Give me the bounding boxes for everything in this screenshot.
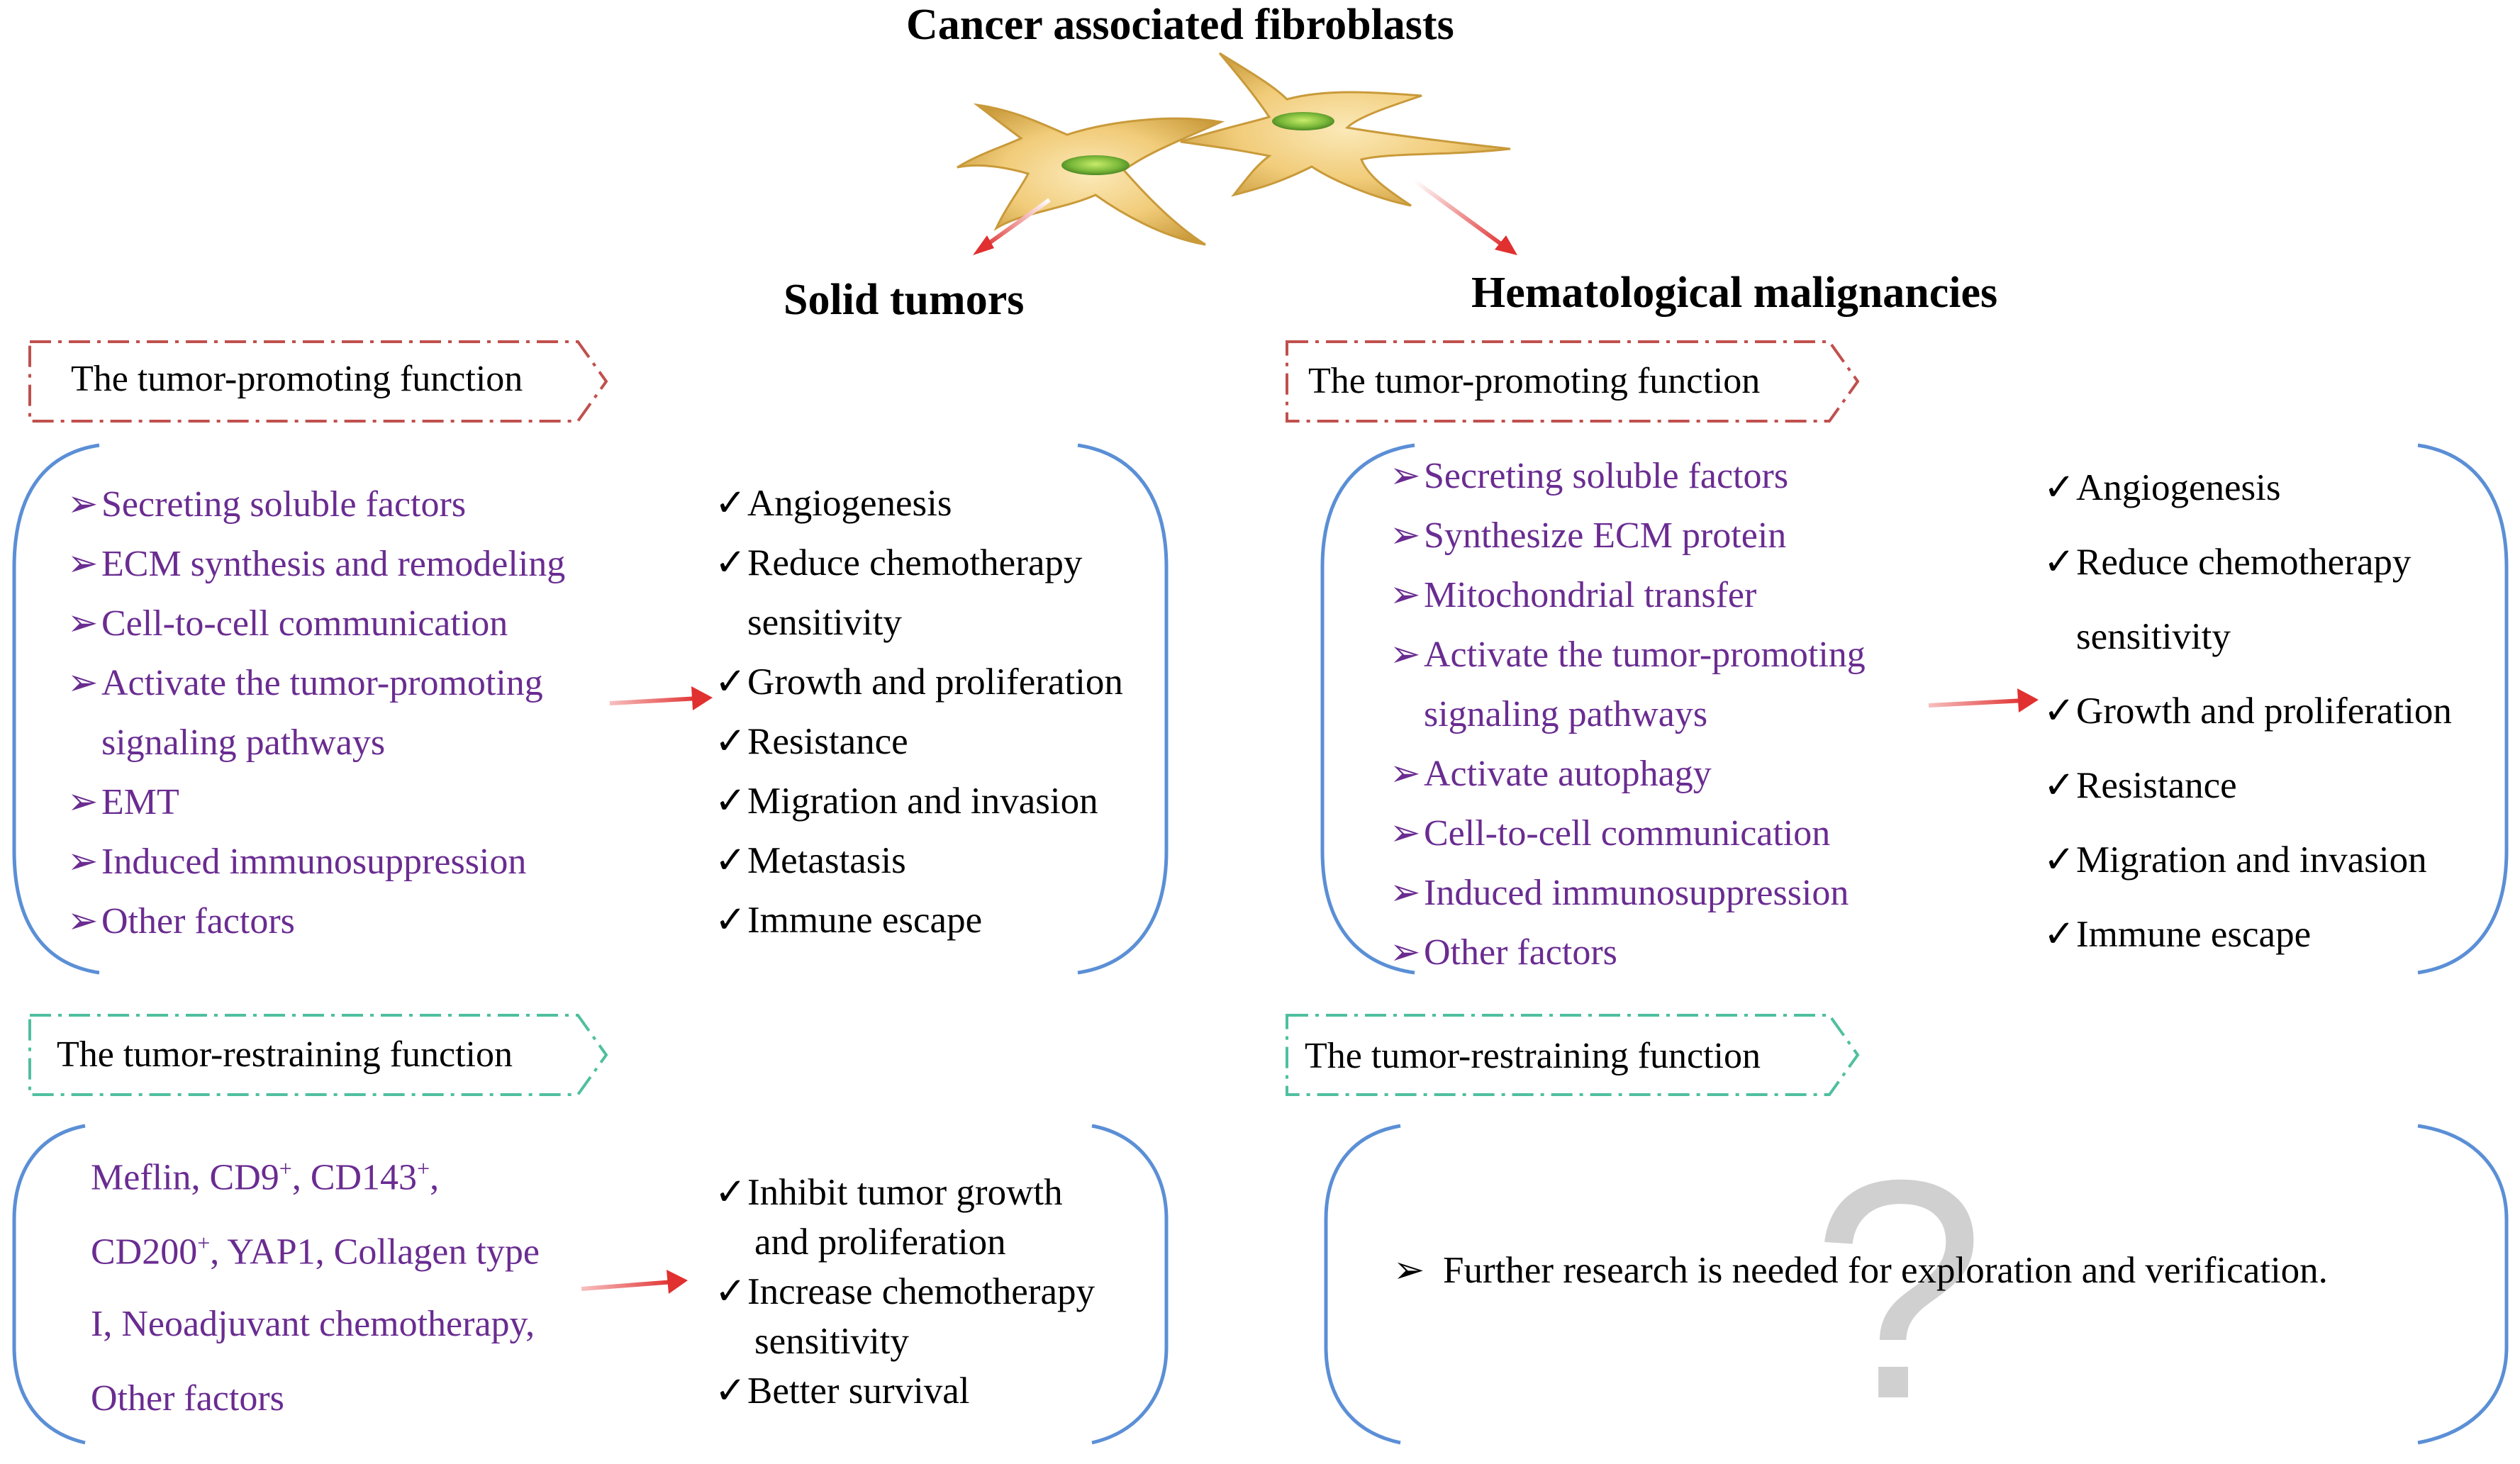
solid-promoting-arrow <box>610 698 698 703</box>
arrow-bullet-icon: ➢ <box>67 844 101 881</box>
arrow-bullet-icon: ➢ <box>1390 637 1424 674</box>
solid-restraining-effect: ✓Inhibit tumor growth <box>715 1174 1063 1212</box>
solid-restraining-effect: ✓Increase chemotherapy <box>715 1273 1095 1311</box>
check-icon: ✓ <box>2044 693 2076 730</box>
hema-effect: ✓Angiogenesis <box>2044 469 2281 507</box>
solid-restraining-bracket-left <box>14 1126 85 1443</box>
arrow-bullet-icon: ➢ <box>1390 756 1424 793</box>
hema-factor: ➢Cell-to-cell communication <box>1390 815 1830 852</box>
check-icon: ✓ <box>715 842 747 880</box>
arrow-bullet-icon: ➢ <box>67 605 101 642</box>
solid-restraining-factor-line: Other factors <box>91 1380 284 1417</box>
fibroblast-cell-left <box>957 105 1221 245</box>
solid-factor: ➢Secreting soluble factors <box>67 486 466 523</box>
arrow-bullet-icon: ➢ <box>67 546 101 583</box>
solid-factor: ➢Cell-to-cell communication <box>67 605 508 642</box>
solid-restraining-label: The tumor-restraining function <box>57 1034 513 1075</box>
solid-restraining-effect-continuation: sensitivity <box>754 1323 909 1360</box>
check-icon: ✓ <box>715 1273 747 1311</box>
arrow-bullet-icon: ➢ <box>67 665 101 702</box>
hema-effect: ✓Immune escape <box>2044 916 2311 954</box>
solid-effect: ✓Reduce chemotherapy <box>715 544 1082 582</box>
nucleus-right <box>1272 112 1334 130</box>
solid-factor: ➢Other factors <box>67 903 295 940</box>
solid-factor: ➢Induced immunosuppression <box>67 844 526 881</box>
solid-restraining-bracket-right <box>1092 1126 1166 1443</box>
solid-factor-continuation: signaling pathways <box>101 725 385 761</box>
hema-factor-continuation: signaling pathways <box>1424 696 1707 733</box>
solid-effect-continuation: sensitivity <box>747 604 902 642</box>
check-icon: ✓ <box>715 723 747 761</box>
arrow-bullet-icon: ➢ <box>1390 875 1424 912</box>
solid-restraining-factor-line: CD200+, YAP1, Collagen type <box>91 1231 540 1270</box>
check-icon: ✓ <box>2044 916 2076 954</box>
check-icon: ✓ <box>715 902 747 939</box>
hema-effect: ✓Reduce chemotherapy <box>2044 544 2411 581</box>
arrow-bullet-icon: ➢ <box>67 903 101 940</box>
hema-restraining-note: ➢Further research is needed for explorat… <box>1393 1252 2328 1290</box>
arrow-bullet-icon: ➢ <box>1393 1252 1443 1290</box>
check-icon: ✓ <box>2044 469 2076 507</box>
hema-effect-continuation: sensitivity <box>2076 618 2231 656</box>
fibroblast-cell-right <box>1181 53 1510 206</box>
solid-promoting-bracket-right <box>1078 445 1166 973</box>
check-icon: ✓ <box>2044 767 2076 805</box>
solid-factor: ➢Activate the tumor-promoting <box>67 665 543 702</box>
hema-restraining-bracket-right <box>2418 1126 2507 1443</box>
hema-effect: ✓Growth and proliferation <box>2044 693 2452 730</box>
check-icon: ✓ <box>715 485 747 523</box>
hema-factor: ➢Other factors <box>1390 934 1617 971</box>
hema-promoting-label: The tumor-promoting function <box>1308 360 1760 402</box>
hema-factor: ➢Mitochondrial transfer <box>1390 577 1756 614</box>
hema-restraining-bracket-left <box>1326 1126 1400 1443</box>
solid-factor: ➢ECM synthesis and remodeling <box>67 546 565 583</box>
hema-factor: ➢Synthesize ECM protein <box>1390 518 1786 554</box>
hema-factor: ➢Activate the tumor-promoting <box>1390 637 1866 674</box>
hema-factor: ➢Secreting soluble factors <box>1390 458 1788 495</box>
solid-effect: ✓Growth and proliferation <box>715 664 1123 701</box>
solid-restraining-arrow <box>581 1282 674 1289</box>
solid-factor: ➢EMT <box>67 784 179 821</box>
arrow-bullet-icon: ➢ <box>67 784 101 821</box>
arrow-bullet-icon: ➢ <box>1390 934 1424 971</box>
solid-restraining-effect: ✓Better survival <box>715 1373 970 1410</box>
solid-tumors-heading: Solid tumors <box>784 275 1024 325</box>
solid-effect: ✓Angiogenesis <box>715 485 952 523</box>
solid-effect: ✓Immune escape <box>715 902 982 939</box>
arrow-bullet-icon: ➢ <box>1390 458 1424 495</box>
arrow-bullet-icon: ➢ <box>1390 815 1424 852</box>
hema-restraining-label: The tumor-restraining function <box>1305 1035 1761 1077</box>
check-icon: ✓ <box>715 664 747 701</box>
check-icon: ✓ <box>2044 544 2076 581</box>
hema-factor: ➢Activate autophagy <box>1390 756 1712 793</box>
check-icon: ✓ <box>2044 842 2076 879</box>
hematological-heading: Hematological malignancies <box>1471 268 1997 318</box>
arrow-bullet-icon: ➢ <box>1390 577 1424 614</box>
check-icon: ✓ <box>715 1373 747 1410</box>
check-icon: ✓ <box>715 783 747 820</box>
solid-restraining-factor-line: Meflin, CD9+, CD143+, <box>91 1157 439 1196</box>
solid-restraining-effect-continuation: and proliferation <box>754 1224 1006 1261</box>
arrow-bullet-icon: ➢ <box>1390 518 1424 554</box>
solid-restraining-factor-line: I, Neoadjuvant chemotherapy, <box>91 1306 535 1343</box>
solid-effect: ✓Migration and invasion <box>715 783 1098 820</box>
hema-factor: ➢Induced immunosuppression <box>1390 875 1849 912</box>
nucleus-left <box>1061 155 1130 175</box>
arrow-to-hematological <box>1415 181 1507 248</box>
solid-effect: ✓Resistance <box>715 723 908 761</box>
hema-effect: ✓Migration and invasion <box>2044 842 2427 879</box>
solid-promoting-label: The tumor-promoting function <box>71 358 523 400</box>
check-icon: ✓ <box>715 1174 747 1212</box>
hema-effect: ✓Resistance <box>2044 767 2237 805</box>
arrow-bullet-icon: ➢ <box>67 486 101 523</box>
solid-effect: ✓Metastasis <box>715 842 906 880</box>
hema-promoting-arrow <box>1929 700 2024 705</box>
check-icon: ✓ <box>715 544 747 582</box>
main-title: Cancer associated fibroblasts <box>906 0 1454 50</box>
